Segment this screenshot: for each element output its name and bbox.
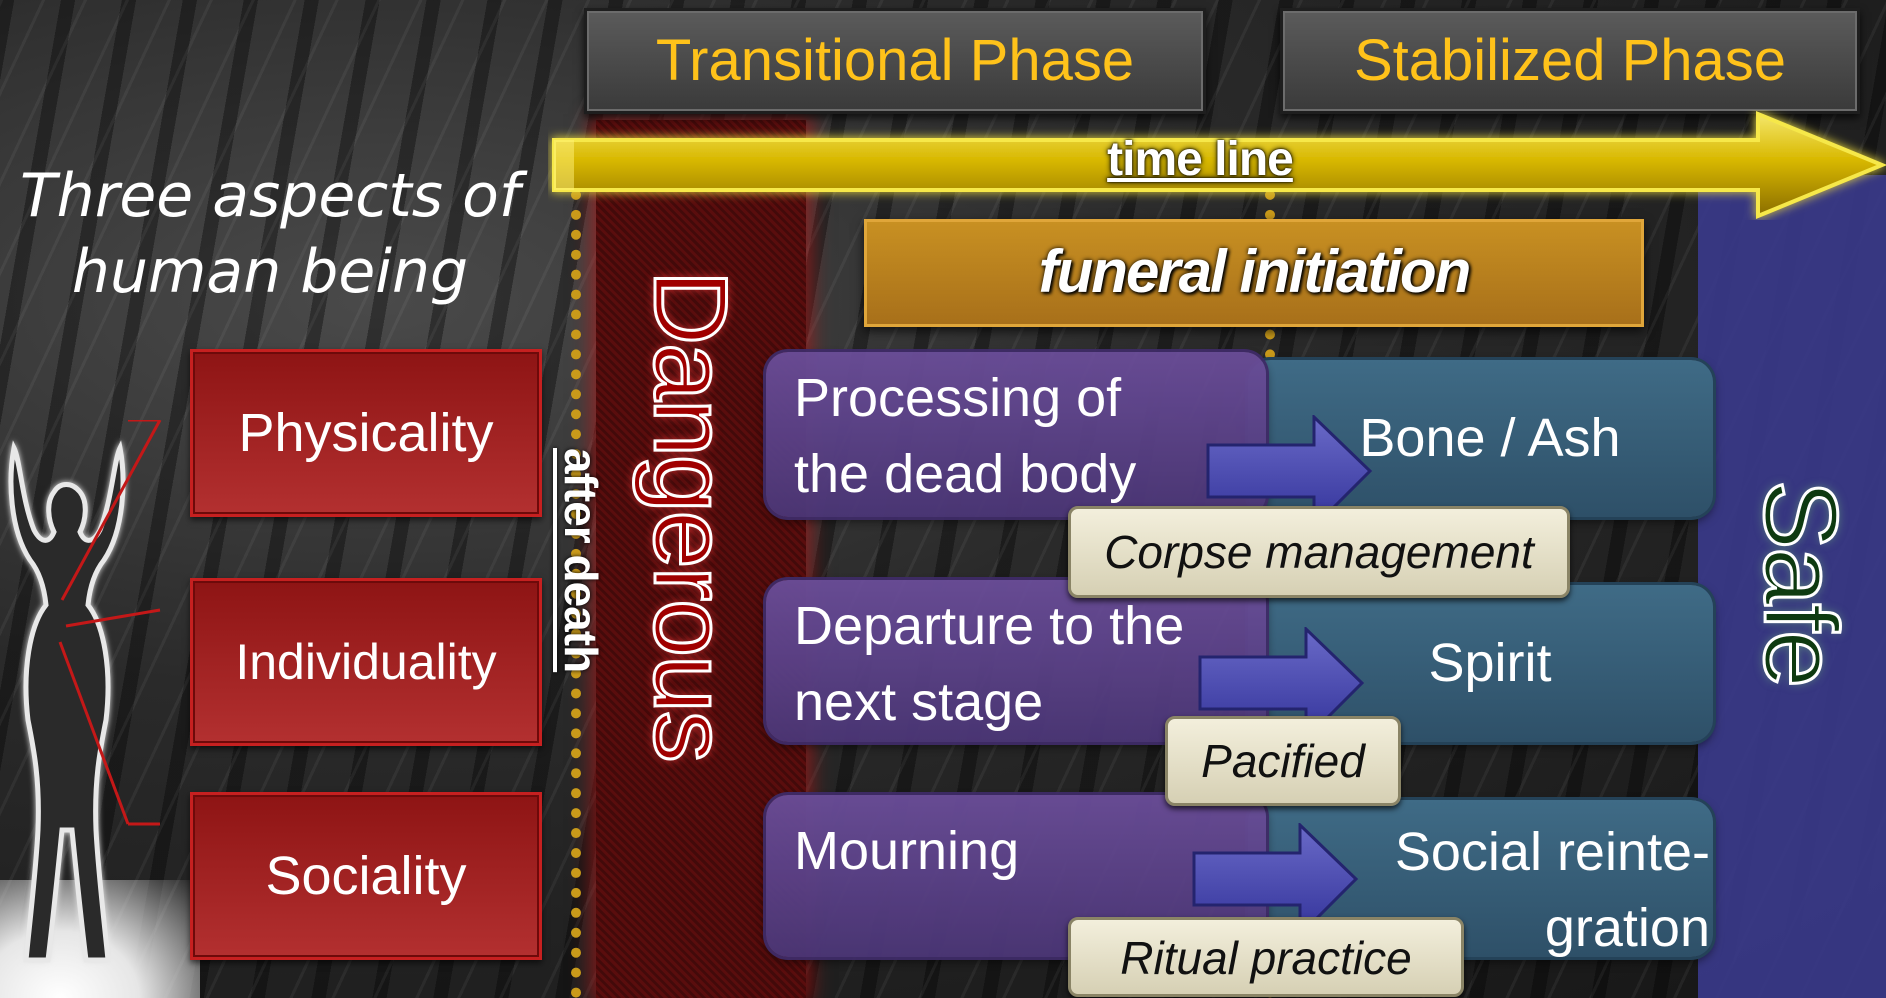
timeline-label: time line <box>1000 132 1400 192</box>
stabilized-phase-header: Stabilized Phase <box>1280 8 1860 114</box>
process-text-dead-body: Processing of the dead body <box>794 360 1254 520</box>
aspect-physicality: Physicality <box>190 349 542 517</box>
safe-label: Safe <box>1740 480 1860 780</box>
tag-corpse-management: Corpse management <box>1068 506 1570 598</box>
process-text-mourning: Mourning <box>794 813 1194 893</box>
funeral-initiation-banner: funeral initiation <box>864 219 1644 327</box>
dangerous-label: Dangerous <box>630 270 750 890</box>
aspects-title-line2: human being <box>10 234 530 310</box>
aspect-sociality: Sociality <box>190 792 542 960</box>
after-death-label: after death <box>548 448 608 758</box>
tag-pacified: Pacified <box>1165 716 1401 806</box>
aspect-individuality: Individuality <box>190 578 542 746</box>
aspects-title-line1: Three aspects of <box>10 158 530 234</box>
tag-ritual-practice: Ritual practice <box>1068 917 1464 997</box>
aspects-title: Three aspects of human being <box>10 158 530 328</box>
human-figure-icon <box>0 420 200 980</box>
transitional-phase-header: Transitional Phase <box>584 8 1206 114</box>
